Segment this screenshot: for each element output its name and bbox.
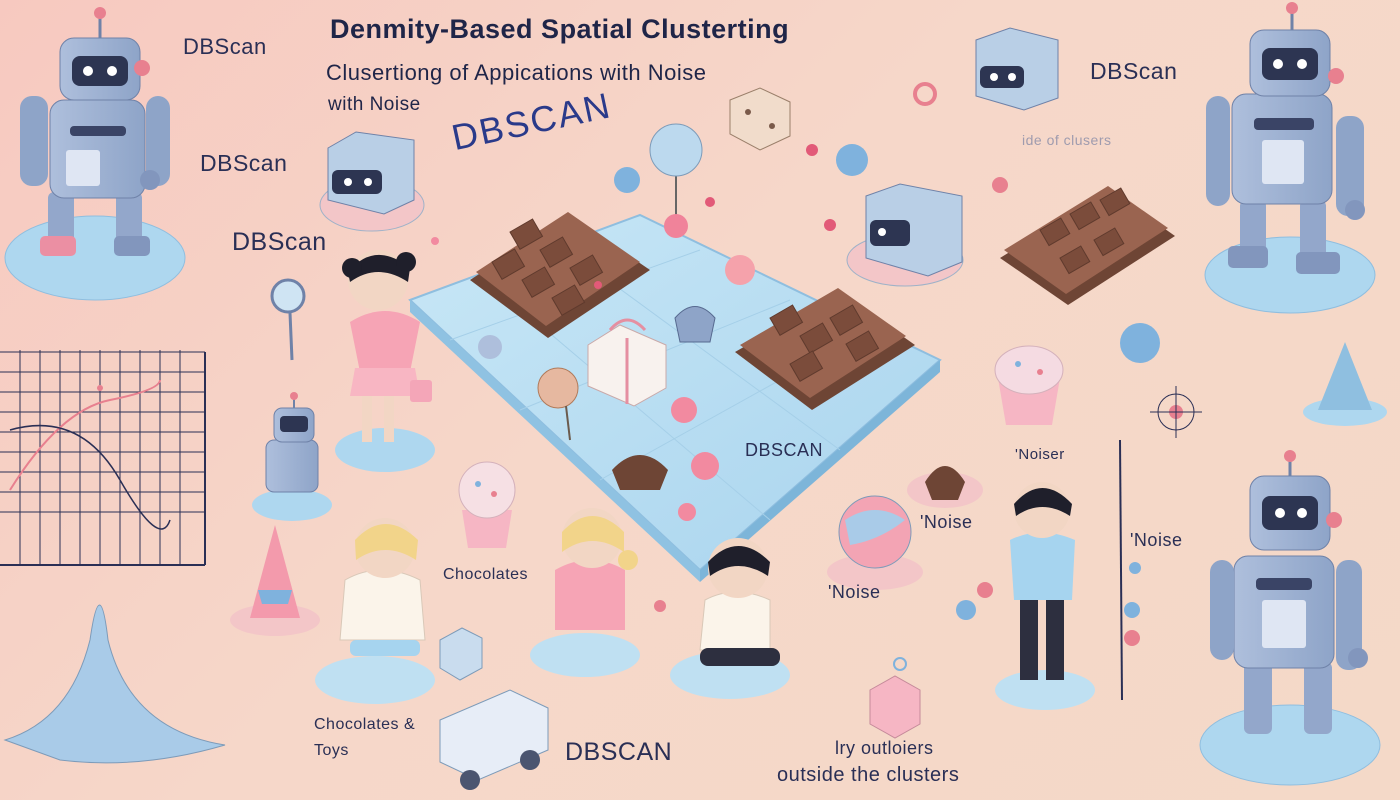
child-sitting-3 [670, 538, 790, 699]
label-dbscan-left-top: DBScan [183, 34, 267, 59]
label-outliers-line-1: lry outloiers [835, 738, 934, 758]
label-outliers-line-2: outside the clusters [777, 764, 960, 786]
label-noise-3: 'Noise [1130, 530, 1183, 550]
target-marker [1150, 386, 1202, 438]
label-noise-1: 'Noise [920, 512, 973, 532]
robot-top-right [1204, 2, 1376, 314]
label-noiser: 'Noiser [1015, 446, 1065, 463]
toy-truck [439, 689, 549, 790]
noise-points [431, 82, 1160, 646]
title-line-2: Clusertiong of Appications with Noise [326, 60, 707, 85]
robot-small [252, 392, 332, 521]
bell-curve [3, 604, 226, 764]
toy-dice-pink [869, 657, 921, 739]
child-sitting-1 [315, 518, 435, 704]
candy-cup [674, 306, 716, 343]
line-chart [0, 350, 206, 566]
label-dbscan-left-mid: DBScan [200, 150, 288, 176]
label-noise-2: 'Noise [828, 582, 881, 602]
cube-robot-left [319, 131, 425, 232]
chocolate-bar-cluster-1 [470, 212, 650, 338]
boy-standing [995, 439, 1123, 710]
truffle-2 [907, 466, 983, 508]
chocolate-bar-cluster-2 [735, 288, 915, 410]
cube-robot-top [975, 27, 1059, 111]
title-line-1: Denmity-Based Spatial Clusterting [330, 14, 790, 44]
lollipop-top [649, 123, 703, 238]
robot-top-left [4, 7, 186, 301]
label-faint-outside: ide of clusers [1022, 132, 1112, 148]
label-dbscan-left-low: DBScan [232, 228, 327, 256]
truffle-1 [612, 455, 668, 490]
robot-bottom-right [1199, 450, 1381, 786]
label-chocolates-toys: Chocolates & Toys [314, 716, 416, 759]
cone-left [230, 525, 320, 636]
dice [729, 87, 791, 151]
toy-block [439, 627, 483, 681]
girl-standing [335, 250, 435, 472]
beach-ball [827, 495, 923, 590]
cube-robot-right [846, 183, 964, 287]
cupcake-left [458, 461, 516, 548]
magnifier [270, 278, 306, 361]
cone-right [1303, 342, 1387, 426]
cupcake-right [994, 345, 1064, 425]
title-line-3: with Noise [328, 94, 421, 115]
child-sitting-2 [530, 508, 640, 677]
label-chocolates: Chocolates [443, 566, 529, 583]
label-dbscan-bottom: DBSCAN [565, 738, 673, 766]
label-dbscan-right-top: DBScan [1090, 58, 1178, 84]
label-dbscan-center: DBSCAN [745, 440, 824, 460]
gift-box [587, 318, 667, 407]
chocolate-bar-right [1000, 186, 1175, 305]
lollipop-swirl [537, 367, 579, 441]
